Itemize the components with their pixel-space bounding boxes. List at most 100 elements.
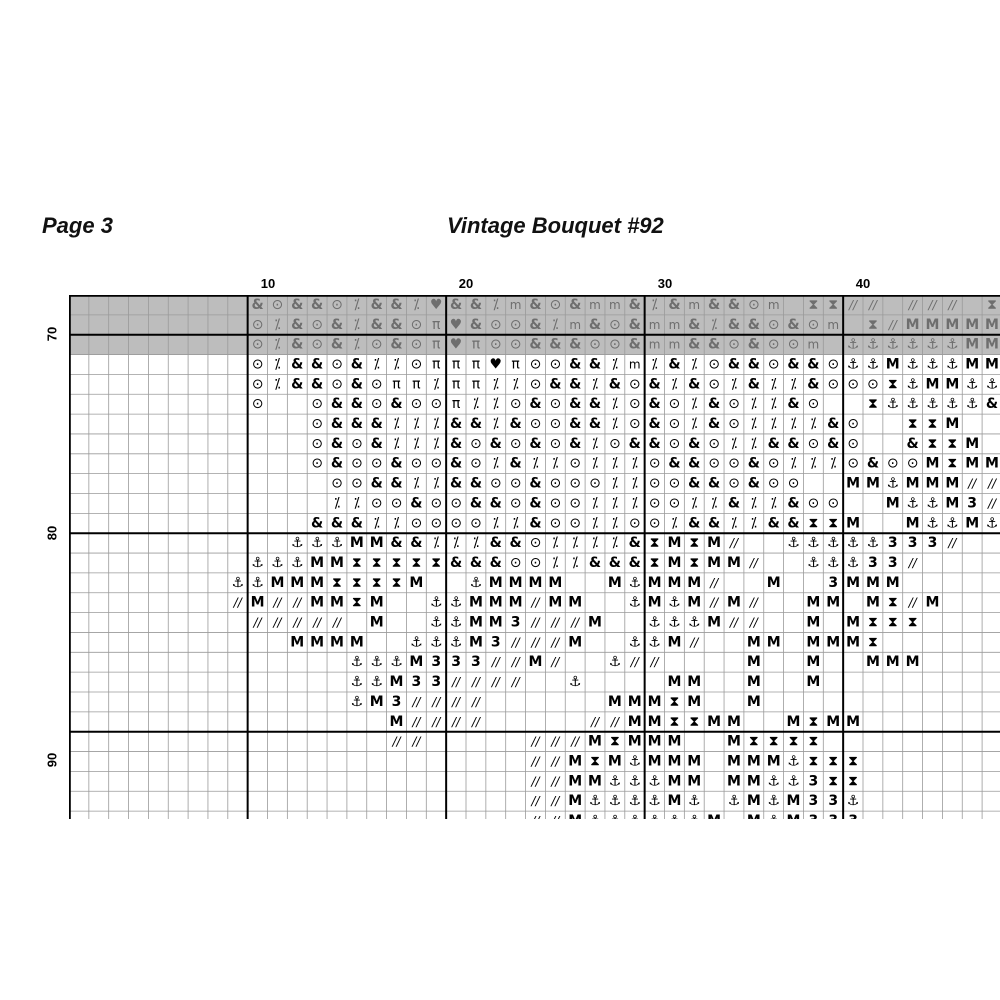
stitch-symbol: ⚓ [470, 575, 483, 591]
stitch-symbol: ⁒ [413, 297, 419, 313]
stitch-symbol: M [648, 694, 662, 710]
stitch-symbol: // [511, 655, 522, 669]
stitch-symbol: ⊙ [609, 436, 621, 452]
stitch-symbol: // [292, 596, 303, 610]
stitch-symbol: ⚓ [906, 495, 919, 511]
stitch-symbol: // [709, 596, 720, 610]
stitch-symbol: M [628, 714, 642, 730]
stitch-symbol: ⁒ [532, 456, 538, 472]
stitch-symbol: & [529, 297, 541, 313]
stitch-symbol: // [550, 774, 561, 788]
stitch-symbol: // [511, 675, 522, 689]
stitch-symbol: M [945, 476, 959, 492]
stitch-symbol: M [667, 575, 681, 591]
stitch-symbol: ⧗ [928, 436, 938, 452]
stitch-symbol: ⁒ [612, 535, 618, 551]
stitch-symbol: ⧗ [908, 615, 918, 631]
stitch-symbol: ⧗ [431, 555, 441, 571]
stitch-symbol: ⚓ [688, 793, 701, 809]
stitch-symbol: & [728, 495, 740, 511]
stitch-symbol: m [629, 357, 641, 371]
stitch-symbol: & [648, 436, 660, 452]
stitch-symbol: & [648, 396, 660, 412]
stitch-symbol: ⚓ [251, 555, 264, 571]
stitch-symbol: & [331, 456, 343, 472]
stitch-symbol: M [886, 654, 900, 670]
stitch-symbol: M [290, 575, 304, 591]
stitch-symbol: & [510, 535, 522, 551]
stitch-symbol: // [987, 496, 998, 510]
stitch-symbol: & [291, 317, 303, 333]
stitch-symbol: // [550, 754, 561, 768]
stitch-symbol: M [985, 356, 999, 372]
stitch-symbol: ⁒ [393, 356, 399, 372]
stitch-symbol: & [450, 297, 462, 313]
stitch-symbol: // [451, 715, 462, 729]
stitch-symbol: ⁒ [274, 317, 280, 333]
stitch-symbol: ⊙ [669, 495, 681, 511]
stitch-symbol: ⧗ [848, 773, 858, 789]
stitch-symbol: ⊙ [669, 476, 681, 492]
stitch-symbol: // [689, 635, 700, 649]
stitch-symbol: ⚓ [886, 396, 899, 412]
stitch-symbol: ⁒ [711, 317, 717, 333]
stitch-symbol: ⁒ [413, 416, 419, 432]
stitch-symbol: ⚓ [867, 535, 880, 551]
stitch-symbol: ⧗ [749, 734, 759, 750]
stitch-symbol: & [291, 356, 303, 372]
stitch-symbol: // [590, 715, 601, 729]
stitch-symbol: ⁒ [552, 535, 558, 551]
stitch-symbol: M [747, 753, 761, 769]
stitch-symbol: // [749, 596, 760, 610]
stitch-symbol: M [886, 575, 900, 591]
stitch-symbol: ⚓ [926, 515, 939, 531]
stitch-symbol: & [331, 317, 343, 333]
stitch-symbol: & [490, 535, 502, 551]
stitch-symbol: & [470, 495, 482, 511]
stitch-symbol: 3 [888, 555, 898, 571]
stitch-symbol: & [629, 555, 641, 571]
stitch-symbol: ⊙ [649, 515, 661, 531]
stitch-symbol: ⚓ [231, 575, 244, 591]
stitch-symbol: ⊙ [311, 396, 323, 412]
stitch-symbol: M [866, 575, 880, 591]
stitch-symbol: π [452, 356, 461, 372]
stitch-symbol: & [371, 297, 383, 313]
stitch-symbol: ⁒ [592, 495, 598, 511]
stitch-symbol: m [827, 318, 839, 332]
stitch-symbol: ⚓ [609, 773, 622, 789]
stitch-symbol: M [747, 793, 761, 809]
stitch-symbol: ⚓ [926, 356, 939, 372]
stitch-symbol: ⊙ [569, 495, 581, 511]
stitch-symbol: ⚓ [271, 555, 284, 571]
stitch-symbol: M [370, 694, 384, 710]
stitch-symbol: 3 [868, 555, 878, 571]
stitch-symbol: ⊙ [549, 297, 561, 313]
stitch-symbol: ⁒ [612, 456, 618, 472]
stitch-symbol: ⧗ [848, 753, 858, 769]
stitch-symbol: // [570, 735, 581, 749]
stitch-symbol: // [650, 655, 661, 669]
stitch-symbol: M [350, 535, 364, 551]
stitch-symbol: ⁒ [612, 495, 618, 511]
stitch-symbol: ⚓ [450, 595, 463, 611]
stitch-symbol: & [331, 416, 343, 432]
stitch-symbol: M [846, 515, 860, 531]
stitch-symbol: ⊙ [569, 456, 581, 472]
stitch-symbol: & [549, 376, 561, 392]
stitch-symbol: ⊙ [788, 476, 800, 492]
stitch-symbol: & [688, 317, 700, 333]
stitch-symbol: & [351, 376, 363, 392]
stitch-symbol: ⚓ [728, 793, 741, 809]
stitch-symbol: M [548, 595, 562, 611]
stitch-symbol: ⚓ [946, 515, 959, 531]
stitch-symbol: ⁒ [413, 436, 419, 452]
stitch-symbol: ⊙ [768, 337, 780, 353]
stitch-symbol: m [768, 298, 780, 312]
stitch-symbol: ⁒ [374, 356, 380, 372]
stitch-symbol: ⚓ [589, 813, 602, 819]
stitch-symbol: ⧗ [590, 753, 600, 769]
stitch-symbol: & [470, 555, 482, 571]
stitch-symbol: ⁒ [274, 356, 280, 372]
stitch-symbol: M [945, 495, 959, 511]
